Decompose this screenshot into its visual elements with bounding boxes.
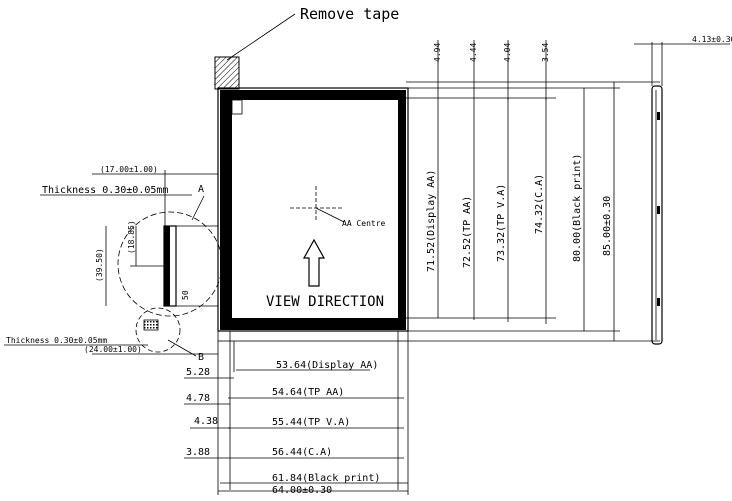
lower-ledge [217, 330, 409, 342]
dim-v-ca: 74.32(C.A) [534, 174, 545, 234]
dim-top-1: 4.94 [433, 43, 442, 62]
callout-a: A [198, 184, 204, 195]
dim-h-black-print: 61.84(Black print) [272, 473, 380, 484]
dim-top-3: 4.04 [503, 43, 512, 62]
remove-tape-leader [226, 13, 296, 61]
remove-tape-label: Remove tape [300, 5, 399, 23]
fpc-pin-50: 50 [181, 290, 190, 300]
remove-tape-patch [214, 56, 240, 90]
dim-v-tp-aa: 72.52(TP AA) [462, 196, 473, 268]
dim-fpc-small: (18.85) [127, 220, 136, 254]
dim-top-4: 3.54 [541, 43, 550, 62]
remove-tape-callout: Remove tape [214, 5, 399, 90]
dim-h-display-aa: 53.64(Display AA) [276, 360, 378, 371]
dim-fpc-length: (39.50) [95, 248, 104, 282]
module-front-view [217, 87, 409, 490]
dim-margin-2: 4.78 [186, 393, 210, 404]
vertical-dimensions: 71.52(Display AA) 72.52(TP AA) 73.32(TP … [406, 81, 660, 342]
dim-side-thickness: 4.13±0.30 [692, 35, 732, 44]
view-direction-arrow: VIEW DIRECTION [266, 238, 384, 310]
dim-h-tp-va: 55.44(TP V.A) [272, 417, 350, 428]
side-view: 4.13±0.30 [634, 35, 732, 345]
dim-h-overall: 64.00±0.30 [272, 485, 332, 496]
dim-margin-4: 3.88 [186, 447, 210, 458]
callout-b: B [198, 352, 204, 363]
dim-v-black-print: 80.00(Black print) [572, 154, 583, 262]
fpc-detail: 50 (17.00±1.00) (39.50) (18.85) Thicknes… [4, 165, 223, 363]
aa-centre-label: AA Centre [342, 219, 386, 228]
thickness-b-label: Thickness 0.30±0.05mm [6, 336, 107, 345]
dim-v-overall: 85.00±0.30 [602, 196, 613, 256]
thickness-a-label: Thickness 0.30±0.05mm [42, 185, 168, 196]
dim-top-2: 4.44 [469, 43, 478, 62]
horizontal-dimensions: 53.64(Display AA) 54.64(TP AA) 55.44(TP … [217, 341, 409, 496]
side-view-outline [651, 85, 663, 345]
detail-circle-a [117, 211, 223, 317]
left-margin-dims: 5.28 4.78 4.38 3.88 [184, 367, 234, 459]
view-direction-label: VIEW DIRECTION [266, 294, 384, 310]
dim-margin-1: 5.28 [186, 367, 210, 378]
top-dimensions: 4.94 4.44 4.04 3.54 [408, 40, 620, 100]
dim-v-display-aa: 71.52(Display AA) [426, 170, 437, 272]
ca-outline [229, 97, 403, 323]
dim-fpc-top-width: (17.00±1.00) [100, 165, 158, 174]
detail-circle-b [135, 307, 181, 353]
dim-margin-3: 4.38 [194, 416, 218, 427]
dim-h-ca: 56.44(C.A) [272, 447, 332, 458]
dim-h-tp-aa: 54.64(TP AA) [272, 387, 344, 398]
dim-fpc-bottom-width: (24.00±1.00) [84, 345, 142, 354]
aa-centre-mark: AA Centre [290, 186, 386, 228]
corner-mark [231, 99, 243, 115]
dim-v-tp-va: 73.32(TP V.A) [496, 184, 507, 262]
